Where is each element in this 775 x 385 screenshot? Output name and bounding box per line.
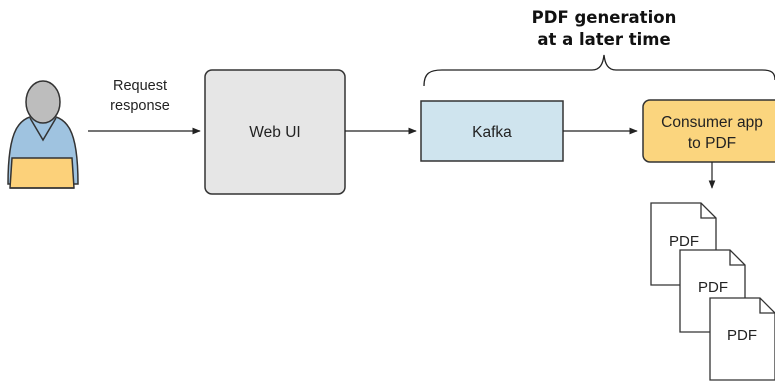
request-label-line2: response <box>110 98 170 114</box>
response-label: response <box>110 98 170 114</box>
request-label: Request <box>113 78 167 94</box>
web-ui-label: Web UI <box>249 124 300 141</box>
laptop-icon <box>9 157 75 189</box>
consumer-node: Consumer app to PDF <box>642 99 775 163</box>
kafka-node: Kafka <box>420 100 564 162</box>
pdf-label-3: PDF <box>727 327 757 344</box>
web-ui-node: Web UI <box>204 69 346 195</box>
kafka-label: Kafka <box>472 124 512 141</box>
pdf-label-1: PDF <box>669 233 699 250</box>
request-label-line1: Request <box>113 78 167 94</box>
group-brace <box>423 54 775 87</box>
consumer-label-line2: to PDF <box>688 135 736 152</box>
user-head <box>25 80 61 124</box>
consumer-label-line1: Consumer app <box>661 114 763 131</box>
consumer-box <box>642 99 775 163</box>
user-collar <box>29 117 57 142</box>
web-ui-box <box>204 69 346 195</box>
pdf-label-2: PDF <box>698 279 728 296</box>
pdf-document-icon <box>709 297 775 381</box>
annotation-subheading: at a later time <box>537 30 670 49</box>
pdf-document-3: PDF <box>709 297 775 381</box>
kafka-box <box>420 100 564 162</box>
user-icon <box>7 80 79 189</box>
annotation-heading: PDF generation <box>532 8 677 27</box>
